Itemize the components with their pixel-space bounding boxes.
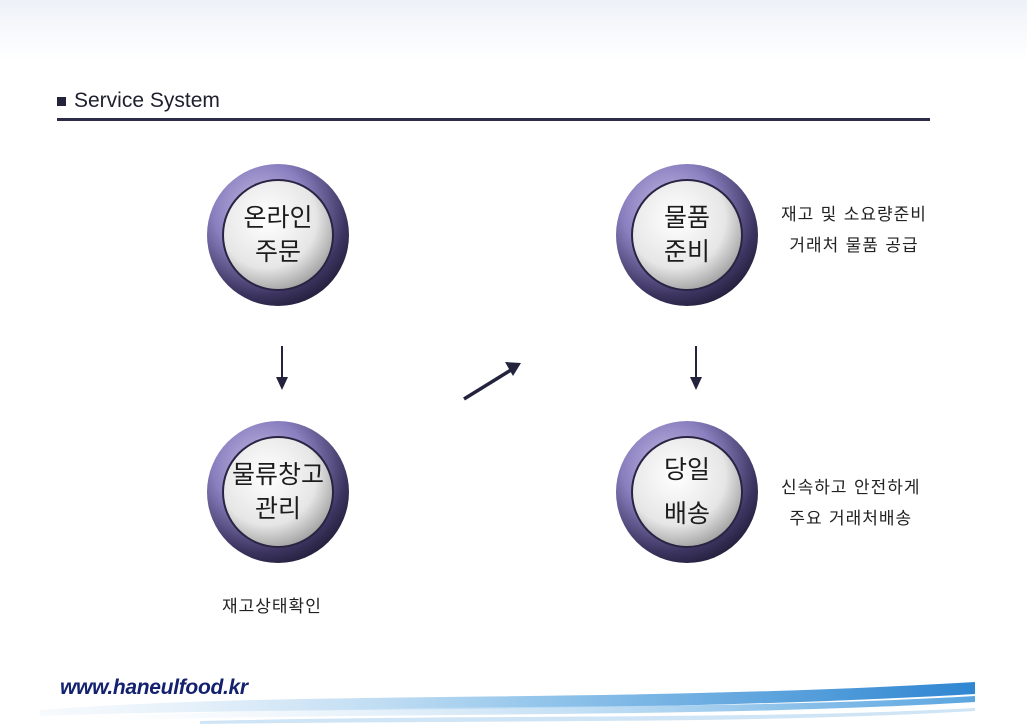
top-gradient-band — [0, 0, 1027, 60]
footer-website-url: www.haneulfood.kr — [60, 676, 248, 699]
note-prep-line2: 거래처 물품 공급 — [789, 236, 919, 256]
node-circle-icon — [207, 164, 349, 306]
node-label-line1: 당일 — [663, 455, 710, 484]
note-warehouse-text: 재고상태확인 — [222, 597, 322, 617]
arrow-diagonal-icon — [463, 362, 521, 401]
node-label-line2: 주문 — [254, 237, 301, 266]
note-delivery-line2: 주요 거래처배송 — [789, 509, 913, 529]
node-label-line1: 물류창고 — [231, 460, 324, 489]
node-circle-icon — [616, 421, 758, 563]
footer-wave — [40, 682, 975, 724]
arrow-down-left-icon — [276, 346, 288, 390]
node-goods-prep: 물품 준비 — [615, 163, 759, 307]
node-label-line2: 관리 — [254, 494, 301, 523]
note-goods-prep: 재고 및 소요량준비 거래처 물품 공급 — [781, 200, 927, 262]
node-online-order: 온라인 주문 — [206, 163, 350, 307]
node-logistics-warehouse: 물류창고 관리 — [206, 420, 350, 564]
note-warehouse: 재고상태확인 — [222, 592, 322, 623]
header-divider — [57, 118, 930, 121]
node-label-line1: 온라인 — [243, 203, 313, 232]
node-label-line1: 물품 — [663, 203, 710, 232]
section-header: Service System — [57, 86, 220, 116]
node-label-line2: 준비 — [663, 237, 710, 266]
note-delivery: 신속하고 안전하게 주요 거래처배송 — [781, 473, 921, 535]
node-circle-icon — [207, 421, 349, 563]
note-prep-line1: 재고 및 소요량준비 — [781, 205, 927, 225]
node-same-day: 당일 배송 — [615, 420, 759, 564]
arrow-down-right-icon — [690, 346, 702, 390]
page-title: Service System — [74, 89, 220, 112]
note-delivery-line1: 신속하고 안전하게 — [781, 478, 921, 498]
square-bullet-icon — [57, 96, 66, 106]
node-label-line2: 배송 — [663, 499, 710, 528]
node-circle-icon — [616, 164, 758, 306]
